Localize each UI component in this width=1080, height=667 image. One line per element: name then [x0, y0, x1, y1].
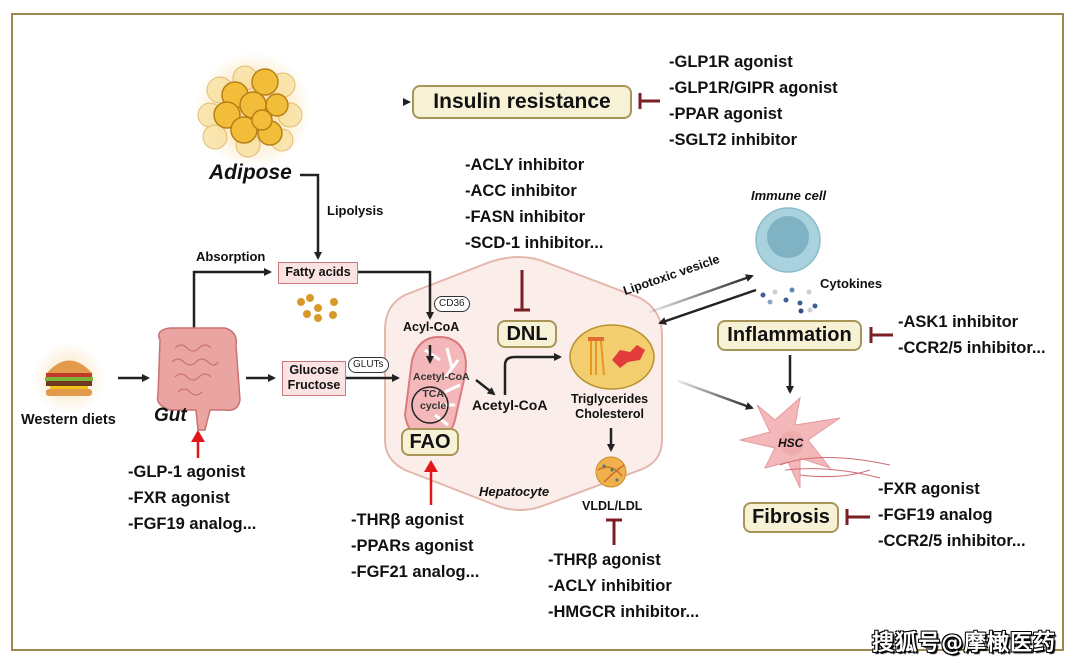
insulin-resistance-drugs: -GLP1R agonist -GLP1R/GIPR agonist -PPAR…: [669, 49, 838, 153]
tg-cholesterol-label: Triglycerides Cholesterol: [571, 392, 648, 422]
arrow-hepatocyte-to-immune: [649, 274, 754, 314]
arrow-fa-to-acylcoa: [357, 270, 434, 320]
dnl-node: DNL: [497, 320, 557, 348]
cytokines-label: Cytokines: [820, 276, 883, 291]
glucose-label: Glucose: [289, 363, 339, 377]
hsc-label: HSC: [778, 436, 804, 450]
mito-acetyl-coa-label: Acetyl-CoA: [413, 371, 470, 383]
watermark: 搜狐号@摩橄医药: [871, 631, 1056, 656]
drug-item: -THRβ agonist: [548, 551, 661, 569]
fao-drugs: -THRβ agonist -PPARs agonist -FGF21 anal…: [351, 507, 479, 585]
acetyl-coa-label: Acetyl-CoA: [472, 397, 548, 413]
cycle-line: cycle: [420, 400, 447, 412]
fao-node: FAO: [401, 428, 459, 456]
arrow-absorption: [192, 268, 272, 340]
adipose-icon: [195, 52, 311, 168]
absorption-label: Absorption: [196, 249, 266, 264]
glucose-fructose-box: Glucose Fructose: [282, 361, 346, 396]
fatty-acids-box: Fatty acids: [278, 262, 358, 284]
tca-line: TCA: [422, 388, 444, 400]
drug-item: -GLP1R/GIPR agonist: [669, 79, 838, 97]
lipolysis-label: Lipolysis: [327, 203, 384, 218]
drug-item: -PPARs agonist: [351, 537, 474, 555]
arrow-immune-to-hepatocyte: [658, 288, 757, 325]
inflammation-drugs: -ASK1 inhibitor -CCR2/5 inhibitor...: [898, 309, 1046, 361]
arrow-lipolysis: [300, 173, 322, 260]
cholesterol-label: Cholesterol: [575, 407, 644, 421]
drug-item: -FGF19 analog...: [128, 515, 257, 533]
fibrosis-drugs: -FXR agonist -FGF19 analog -CCR2/5 inhib…: [878, 476, 1026, 554]
tca-cycle-label: TCA cycle: [420, 388, 446, 412]
drug-item: -FGF19 analog: [878, 506, 993, 524]
inhibit-vldl: [606, 518, 622, 545]
hsc-cell-icon: [739, 396, 891, 489]
adipose-label: Adipose: [209, 161, 292, 184]
cytokine-dots: [760, 287, 818, 314]
fructose-label: Fructose: [287, 378, 341, 392]
drug-item: -CCR2/5 inhibitor...: [878, 532, 1026, 550]
arrow-hepatocyte-to-hsc: [677, 379, 754, 410]
fibrosis-node: Fibrosis: [743, 502, 839, 533]
drug-item: -SCD-1 inhibitor...: [465, 234, 604, 252]
acyl-coa-label: Acyl-CoA: [403, 320, 460, 334]
inflammation-node: Inflammation: [717, 320, 862, 351]
burger-icon: [33, 342, 105, 414]
lipid-droplet-icon: [569, 324, 655, 390]
dnl-drugs: -ACLY inhibitor -ACC inhibitor -FASN inh…: [465, 152, 603, 256]
drug-item: -GLP1R agonist: [669, 53, 793, 71]
drug-item: -GLP-1 agonist: [128, 463, 246, 481]
drug-item: -ACC inhibitor: [465, 182, 577, 200]
drug-item: -CCR2/5 inhibitor...: [898, 339, 1046, 357]
arrow-mito-to-acetylcoa: [475, 379, 496, 396]
drug-item: -HMGCR inhibitor...: [548, 603, 700, 621]
drug-item: -FXR agonist: [128, 489, 230, 507]
gut-icon: [156, 327, 241, 431]
drug-item: -FXR agonist: [878, 480, 980, 498]
inhibit-insulin-resistance: [638, 93, 660, 109]
western-diets-label: Western diets: [21, 412, 116, 428]
immune-cell-label: Immune cell: [751, 188, 827, 203]
gut-label: Gut: [154, 405, 187, 426]
drug-item: -FASN inhibitor: [465, 208, 586, 226]
cd36-transporter-tag: CD36: [434, 296, 470, 312]
gut-drugs: -GLP-1 agonist -FXR agonist -FGF19 analo…: [128, 459, 256, 537]
inhibit-inflammation: [869, 327, 893, 343]
gluts-transporter-tag: GLUTs: [348, 357, 389, 373]
vldl-drugs: -THRβ agonist -ACLY inhibitior -HMGCR in…: [548, 547, 699, 625]
arrow-acetylcoa-to-lipid: [503, 353, 562, 395]
drug-item: -ASK1 inhibitor: [898, 313, 1019, 331]
drug-item: -ACLY inhibitior: [548, 577, 672, 595]
vldl-particle-icon: [595, 456, 627, 488]
hepatocyte-label: Hepatocyte: [479, 484, 550, 499]
insulin-resistance-node: Insulin resistance: [412, 85, 632, 119]
drug-item: -THRβ agonist: [351, 511, 464, 529]
fatty-acid-dots: [297, 294, 338, 322]
immune-cell-icon: [755, 207, 821, 273]
drug-item: -FGF21 analog...: [351, 563, 480, 581]
triglycerides-label: Triglycerides: [571, 392, 649, 406]
vldl-ldl-label: VLDL/LDL: [582, 499, 643, 513]
inhibit-dnl: [514, 270, 530, 312]
drug-item: -ACLY inhibitor: [465, 156, 585, 174]
drug-item: -PPAR agonist: [669, 105, 783, 123]
inhibit-fibrosis: [845, 509, 870, 525]
drug-item: -SGLT2 inhibitor: [669, 131, 798, 149]
